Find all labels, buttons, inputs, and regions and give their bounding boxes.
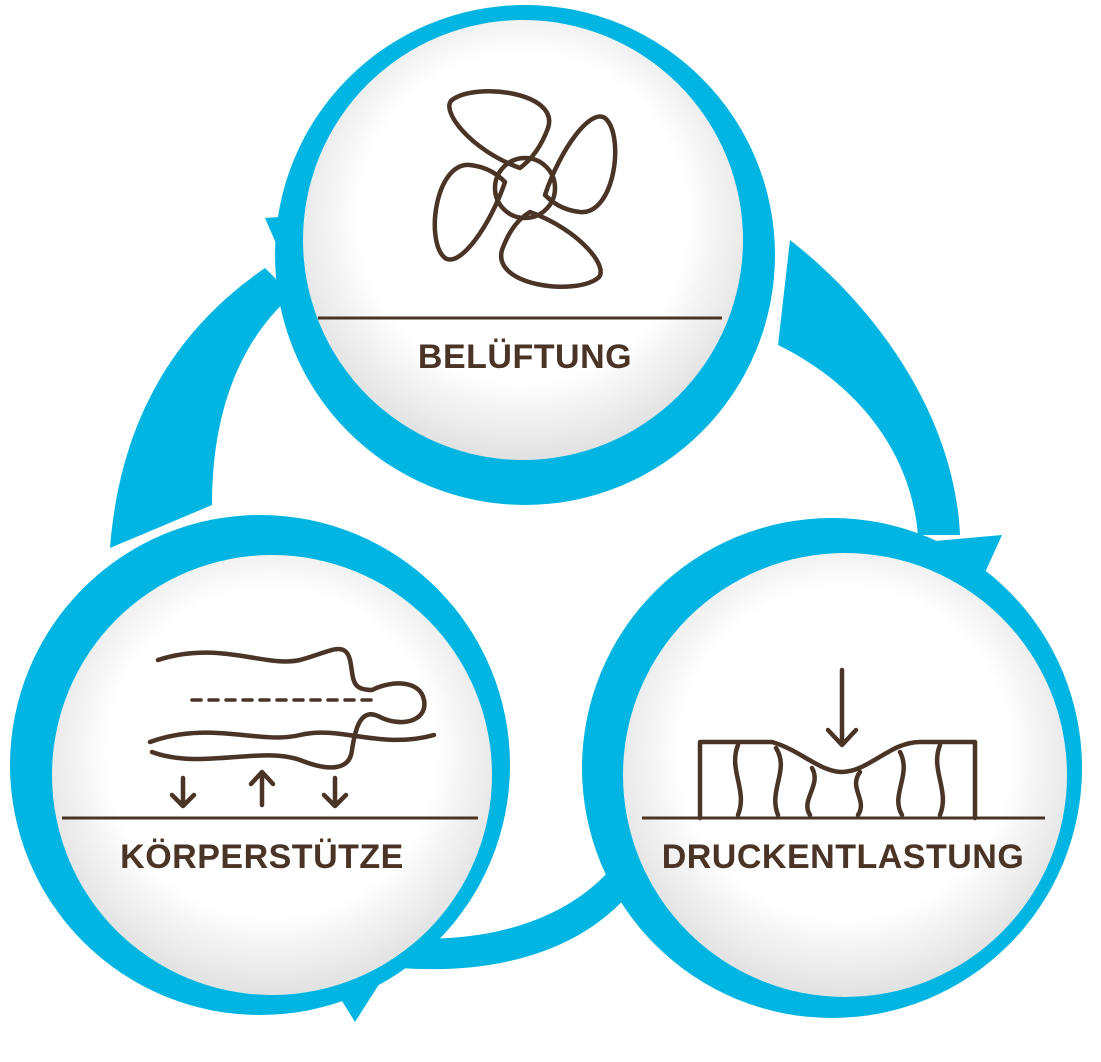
inner-druckentlastung <box>623 553 1067 997</box>
label-koerperstuetze: KÖRPERSTÜTZE <box>120 838 404 876</box>
body-support-icon <box>147 646 437 809</box>
node-beluftung: BELÜFTUNG <box>275 5 775 505</box>
node-koerperstuetze: KÖRPERSTÜTZE <box>10 515 510 1015</box>
label-druckentlastung: DRUCKENTLASTUNG <box>662 838 1025 876</box>
inner-koerperstuetze <box>52 555 492 995</box>
pressure-relief-icon <box>697 667 978 821</box>
label-beluftung: BELÜFTUNG <box>418 338 632 376</box>
inner-beluftung <box>303 20 743 460</box>
fan-icon <box>432 89 618 289</box>
node-druckentlastung: DRUCKENTLASTUNG <box>582 518 1082 1018</box>
